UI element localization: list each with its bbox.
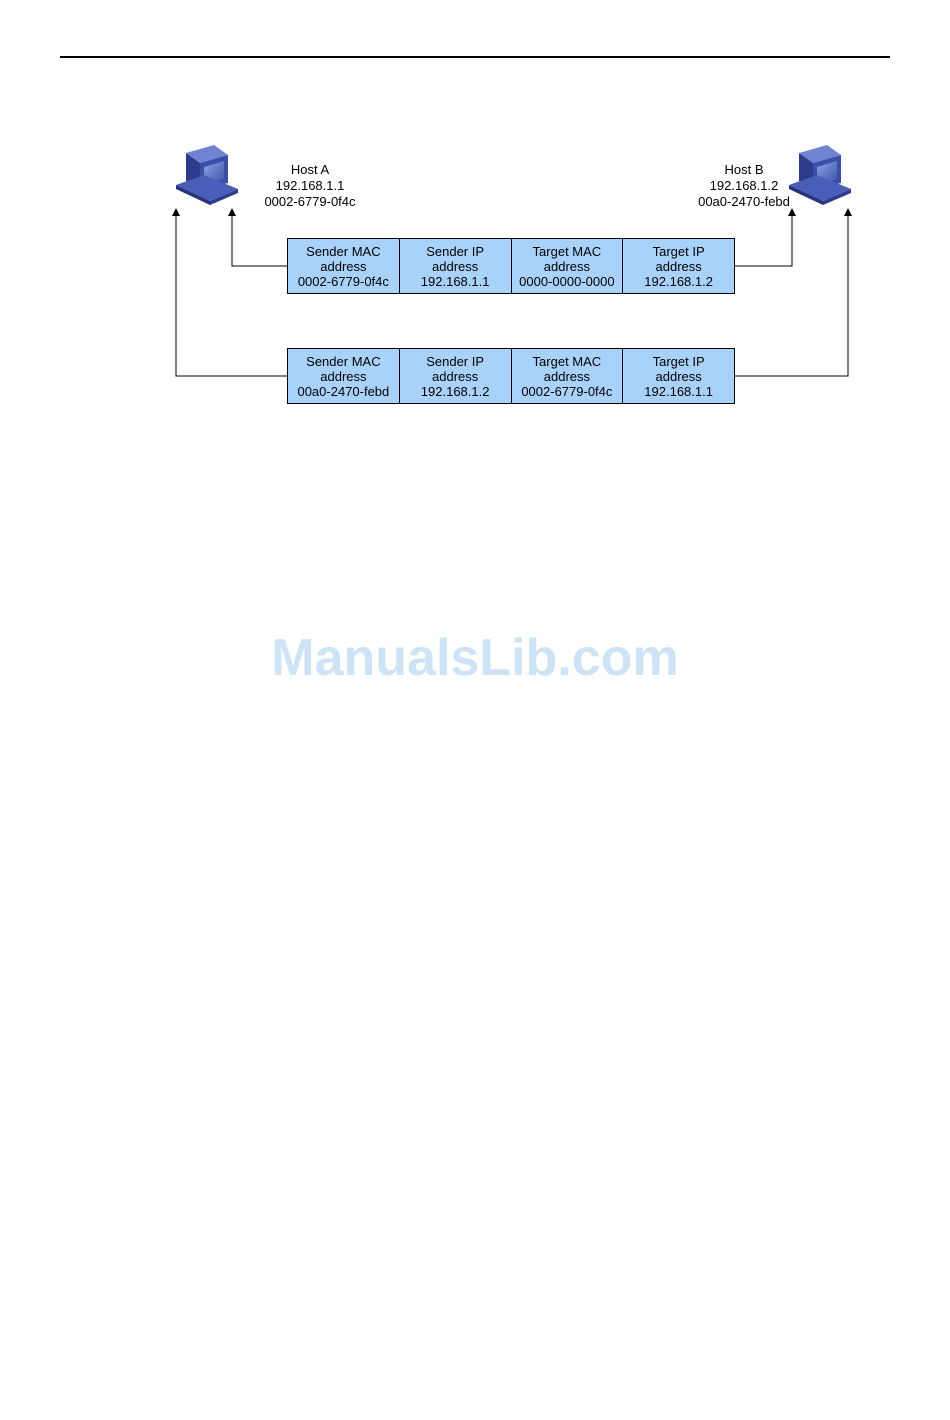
field-title: Target IP [652,243,705,259]
field-value: 0002-6779-0f4c [521,383,613,399]
field-value: 192.168.1.2 [420,383,490,399]
packet-field: Target MAC address 0002-6779-0f4c [510,349,623,403]
arp-request-packet: Sender MAC address 0002-6779-0f4c Sender… [287,238,735,294]
field-subtitle: address [320,258,367,274]
host-a-mac: 0002-6779-0f4c [264,194,356,209]
host-b-label: Host B 192.168.1.2 00a0-2470-febd [690,162,798,210]
packet-field: Sender IP address 192.168.1.1 [398,239,511,293]
host-a-label: Host A 192.168.1.1 0002-6779-0f4c [258,162,362,210]
field-subtitle: address [655,258,702,274]
host-b-mac: 00a0-2470-febd [698,194,790,209]
host-b-name: Host B [724,162,764,177]
reply-line-to-host-b [735,208,852,377]
packet-field: Target MAC address 0000-0000-0000 [510,239,623,293]
watermark: ManualsLib.com [271,629,679,687]
packet-field: Sender MAC address 0002-6779-0f4c [288,239,399,293]
field-title: Target IP [652,353,705,369]
field-subtitle: address [432,368,479,384]
packet-field: Sender MAC address 00a0-2470-febd [288,349,399,403]
field-value: 192.168.1.2 [644,273,713,289]
reply-line-to-host-a [172,208,287,377]
host-a-computer-icon [176,145,238,205]
field-subtitle: address [655,368,702,384]
packet-field: Sender IP address 192.168.1.2 [398,349,511,403]
field-subtitle: address [543,368,590,384]
field-subtitle: address [543,258,590,274]
field-title: Sender MAC [306,243,381,259]
field-title: Target MAC [532,353,602,369]
header-rule [60,56,890,58]
arp-reply-packet: Sender MAC address 00a0-2470-febd Sender… [287,348,735,404]
field-value: 192.168.1.1 [420,273,490,289]
field-title: Sender MAC [306,353,381,369]
field-title: Target MAC [532,243,602,259]
packet-field: Target IP address 192.168.1.1 [622,349,734,403]
packet-field: Target IP address 192.168.1.2 [622,239,734,293]
field-subtitle: address [432,258,479,274]
host-a-name: Host A [290,162,330,177]
field-title: Sender IP [426,353,485,369]
field-value: 0000-0000-0000 [519,273,615,289]
field-title: Sender IP [426,243,485,259]
host-a-ip: 192.168.1.1 [275,178,345,193]
request-line-to-host-a [228,208,287,267]
field-subtitle: address [320,368,367,384]
host-b-computer-icon [789,145,851,205]
field-value: 00a0-2470-febd [297,383,390,399]
host-b-ip: 192.168.1.2 [709,178,779,193]
field-value: 192.168.1.1 [644,383,713,399]
request-line-to-host-b [735,208,796,267]
field-value: 0002-6779-0f4c [297,273,389,289]
